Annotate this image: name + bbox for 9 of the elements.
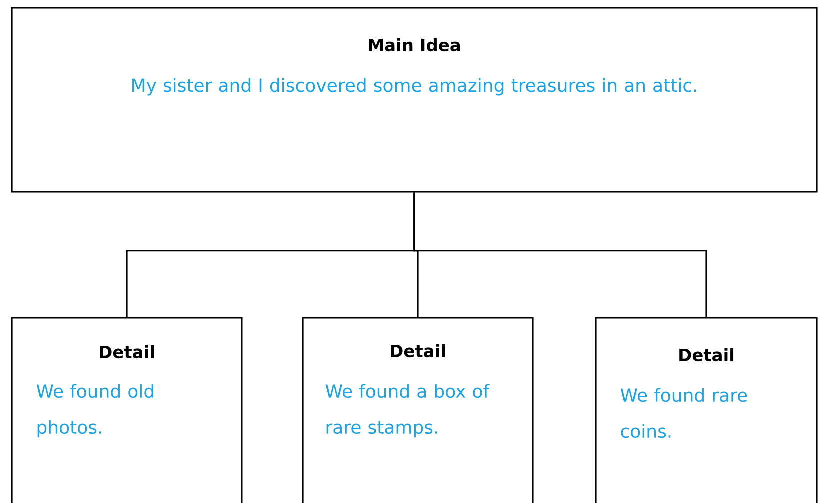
body-text: We found old photos. bbox=[36, 384, 154, 438]
body-text: We found rare coins. bbox=[620, 388, 748, 438]
heading: Detail bbox=[680, 348, 734, 362]
body-text: We found a box of rare stamps. bbox=[326, 384, 490, 438]
heading: Detail bbox=[100, 345, 154, 359]
body-text: My sister and I discovered some amazing treasures in an attic. bbox=[132, 78, 696, 96]
heading: Detail bbox=[391, 344, 446, 358]
heading: Main Idea bbox=[369, 38, 460, 52]
connector-line bbox=[414, 192, 708, 318]
